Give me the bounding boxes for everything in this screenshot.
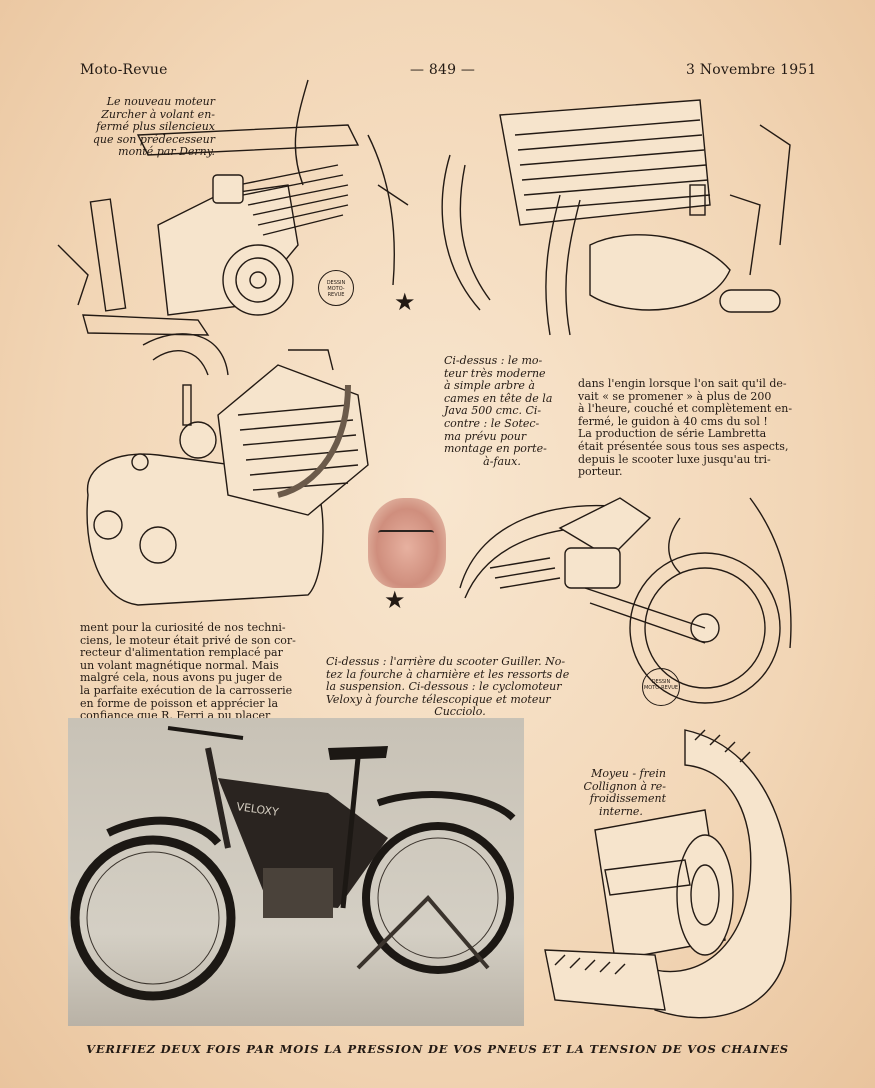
caption-line: à simple arbre à (444, 379, 535, 393)
guiller-scooter-rear-illustration (459, 497, 792, 704)
caption-line: monté par Derny. (118, 145, 215, 159)
text-line: ciens, le moteur était privé de son cor- (80, 633, 296, 647)
caption-line: froidissement (589, 792, 666, 806)
caption-line: Zurcher à volant en- (101, 107, 215, 121)
stamp-line: DESSIN (651, 679, 671, 685)
zurcher-engine-illustration (57, 79, 409, 376)
issue-date: 3 Novembre 1951 (686, 62, 817, 78)
caption-line: que son prédecesseur (92, 132, 215, 146)
caption-line: fermé plus silencieux (96, 120, 215, 134)
star-ornament: ★ (384, 586, 406, 614)
caption-line: Cucciolo. (434, 705, 486, 719)
text-line: à l'heure, couché et complètement en- (578, 402, 793, 416)
text-line: un volant magnétique normal. Mais (80, 658, 279, 672)
caption-line: Le nouveau moteur (106, 95, 215, 108)
caption-guiller: Ci-dessus : l'arrière du scooter Guiller… (326, 655, 594, 719)
caption-line: Ci-dessus : l'arrière du scooter Guiller… (326, 655, 566, 668)
text-line: la parfaite exécution de la carrosserie (80, 683, 293, 697)
text-line: dans l'engin lorsque l'on sait qu'il de- (578, 377, 787, 390)
text-line: ment pour la curiosité de nos techni- (80, 621, 286, 634)
journal-title: Moto-Revue (80, 62, 168, 78)
caption-line: Java 500 cmc. Ci- (444, 404, 542, 418)
caption-line: la suspension. Ci-dessous : le cyclomote… (326, 680, 562, 694)
caption-java: Ci-dessus : le mo- teur très moderne à s… (444, 354, 560, 468)
moped-silhouette: VELOXY (70, 726, 516, 1001)
text-line: depuis le scooter luxe jusqu'au tri- (578, 452, 771, 466)
text-line: malgré cela, nous avons pu juger de (80, 671, 283, 685)
caption-line: Ci-dessus : le mo- (444, 354, 543, 367)
veloxy-moped-photo: VELOXY (68, 718, 524, 1026)
caption-line: à-faux. (483, 454, 521, 468)
caption-line: interne. (599, 804, 643, 818)
stamp-line: DESSIN (326, 280, 346, 286)
caption-line: montage en porte- (444, 442, 547, 456)
stamp-lower: DESSIN MOTO-REVUE (642, 668, 680, 706)
caption-line: Collignon à re- (583, 779, 666, 793)
text-line: recteur d'alimentation remplacé par (80, 646, 283, 660)
text-line: était présentée sous tous ses aspects, (578, 439, 789, 453)
text-techniciens: ment pour la curiosité de nos techni- ci… (80, 621, 308, 723)
caption-line: Veloxy à fourche télescopique et moteur (326, 692, 551, 706)
text-line: en forme de poisson et apprécier la (80, 696, 279, 710)
glasses-icon (378, 530, 434, 542)
caption-line: tez la fourche à charnière et les ressor… (326, 667, 570, 681)
portrait-photo (368, 498, 446, 588)
veloxy-tank-lettering: VELOXY (236, 800, 280, 819)
caption-zurcher: Le nouveau moteur Zurcher à volant en- f… (80, 95, 215, 159)
text-line: porteur. (578, 465, 623, 479)
caption-line: cames en tête de la (444, 391, 553, 405)
footer-slogan: VERIFIEZ DEUX FOIS PAR MOIS LA PRESSION … (86, 1042, 789, 1056)
text-line: fermé, le guidon à 40 cms du sol ! (578, 414, 768, 428)
page-number: — 849 — (410, 62, 476, 78)
java-engine-illustration (441, 99, 791, 336)
sotecma-engine-illustration (86, 349, 369, 606)
stamp-line: MOTO-REVUE (327, 286, 345, 298)
star-ornament: ★ (394, 288, 416, 316)
stamp-line: MOTO-REVUE (643, 685, 679, 691)
collignon-brake-hub-illustration (544, 729, 792, 1019)
caption-moyeu: Moyeu - frein Collignon à re- froidissem… (576, 767, 666, 818)
caption-line: teur très moderne (444, 366, 546, 380)
caption-line: Moyeu - frein (591, 767, 666, 780)
text-line: vait « se promener » à plus de 200 (578, 389, 772, 403)
text-line: La production de série Lambretta (578, 427, 767, 441)
text-lambretta: dans l'engin lorsque l'on sait qu'il de-… (578, 377, 806, 479)
caption-line: ma prévu pour (444, 429, 527, 443)
stamp-upper: DESSIN MOTO-REVUE (318, 270, 354, 306)
caption-line: contre : le Sotec- (444, 416, 540, 430)
